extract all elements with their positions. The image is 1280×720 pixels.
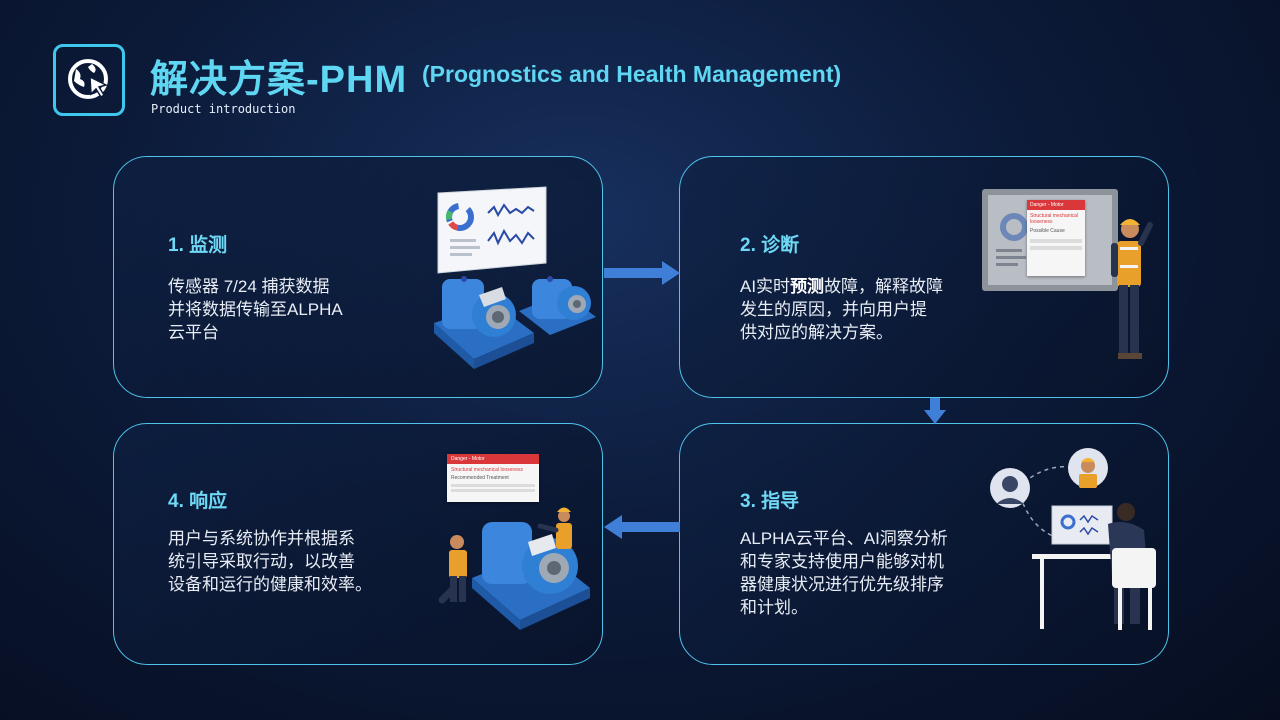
page-title: 解决方案-PHM — [150, 59, 408, 101]
card-respond: 4. 响应 用户与系统协作并根据系 统引导采取行动，以改善 设备和运行的健康和效… — [113, 423, 603, 665]
card-diagnose-body-bold: 预测 — [790, 277, 825, 296]
monitor-machine-illustration — [434, 186, 596, 369]
guide-illustration — [990, 448, 1156, 630]
globe-cursor-icon — [68, 59, 109, 99]
treatment-popup-action: Recommended Treatment — [451, 475, 509, 481]
respond-illustration: Danger - Motor Structural mechanical loo… — [432, 450, 602, 630]
card-monitor: 1. 监测 传感器 7/24 捕获数据 并将数据传输至ALPHA 云平台 — [113, 156, 603, 398]
arrow-left-icon — [604, 515, 680, 539]
card-diagnose-body-pre: AI实时 — [740, 277, 791, 296]
card-respond-title: 4. 响应 — [168, 491, 228, 512]
card-diagnose-body-post: 故障，解释故障 发生的原因，并向用户提 供对应的解决方案。 — [740, 277, 944, 342]
card-guide-body: ALPHA云平台、AI洞察分析 和专家支持使用户能够对机 器健康状况进行优先级排… — [740, 529, 948, 617]
logo — [53, 44, 125, 116]
card-respond-body: 用户与系统协作并根据系 统引导采取行动，以改善 设备和运行的健康和效率。 — [168, 529, 372, 594]
danger-popup-cause: Possible Cause — [1030, 228, 1065, 234]
danger-popup: Danger - Motor Structural mechanical loo… — [1027, 200, 1085, 276]
card-diagnose: 2. 诊断 AI实时预测故障，解释故障 发生的原因，并向用户提 供对应的解决方案… — [679, 156, 1169, 398]
card-monitor-title: 1. 监测 — [168, 235, 228, 256]
diagnose-illustration: Danger - Motor Structural mechanical loo… — [980, 185, 1160, 375]
card-guide: 3. 指导 ALPHA云平台、AI洞察分析 和专家支持使用户能够对机 器健康状况… — [679, 423, 1169, 665]
danger-popup-header: Danger - Motor — [1027, 200, 1085, 210]
card-diagnose-body: AI实时预测故障，解释故障 发生的原因，并向用户提 供对应的解决方案。 — [740, 275, 943, 344]
treatment-popup-fault: Structural mechanical looseness — [451, 467, 523, 473]
card-monitor-body: 传感器 7/24 捕获数据 并将数据传输至ALPHA 云平台 — [168, 277, 343, 342]
treatment-popup: Danger - Motor Structural mechanical loo… — [447, 454, 539, 502]
treatment-popup-header: Danger - Motor — [447, 454, 539, 464]
danger-popup-fault: Structural mechanical looseness — [1030, 213, 1079, 225]
arrow-right-icon — [604, 261, 680, 285]
page-subtitle: (Prognostics and Health Management) — [422, 61, 842, 87]
product-intro-label: Product introduction — [151, 102, 296, 116]
card-guide-title: 3. 指导 — [740, 491, 800, 512]
arrow-down-icon — [924, 398, 946, 424]
card-diagnose-title: 2. 诊断 — [740, 235, 800, 256]
